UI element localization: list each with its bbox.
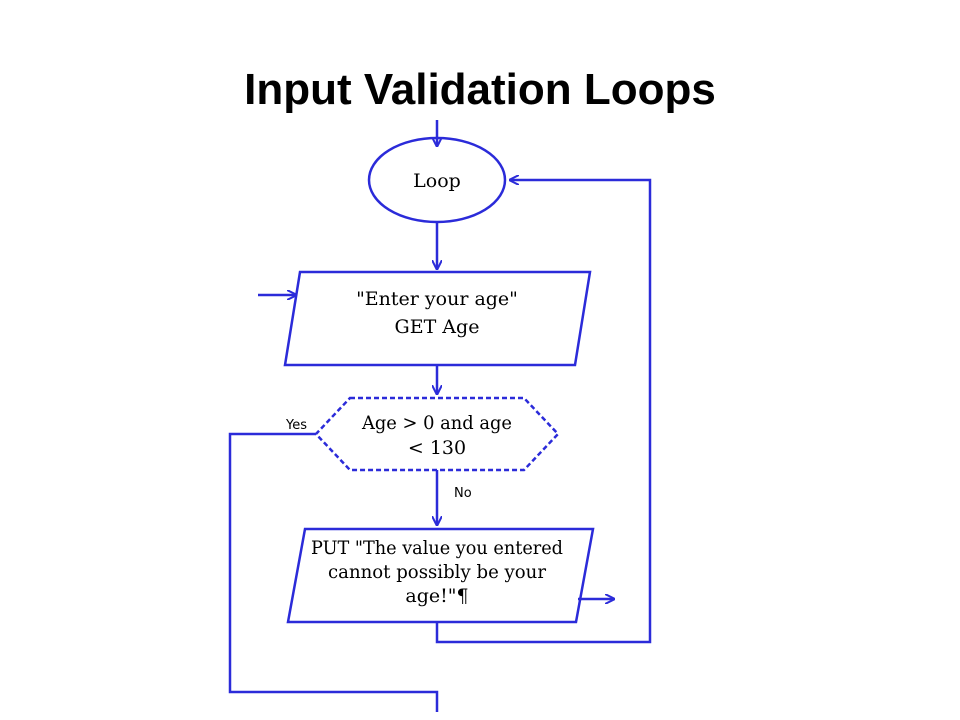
decision-node (314, 396, 560, 472)
input-label-line-2: GET Age (395, 316, 480, 338)
yes-label: Yes (285, 418, 307, 433)
output-label-line-2: cannot possibly be your (328, 561, 547, 583)
input-node (283, 270, 592, 367)
connector-yes (228, 432, 439, 712)
slide-title: Input Validation Loops (244, 65, 716, 114)
decision-label-line-2: < 130 (408, 437, 466, 459)
output-node (286, 527, 595, 624)
loop-label: Loop (413, 170, 461, 192)
output-label-line-1: PUT "The value you entered (311, 537, 563, 559)
decision-label-line-1: Age > 0 and age (361, 412, 512, 434)
input-label-line-1: "Enter your age" (356, 288, 518, 310)
connector-loop-back (435, 180, 652, 644)
no-label: No (454, 486, 472, 501)
output-label-line-3: age!"¶ (405, 585, 468, 607)
